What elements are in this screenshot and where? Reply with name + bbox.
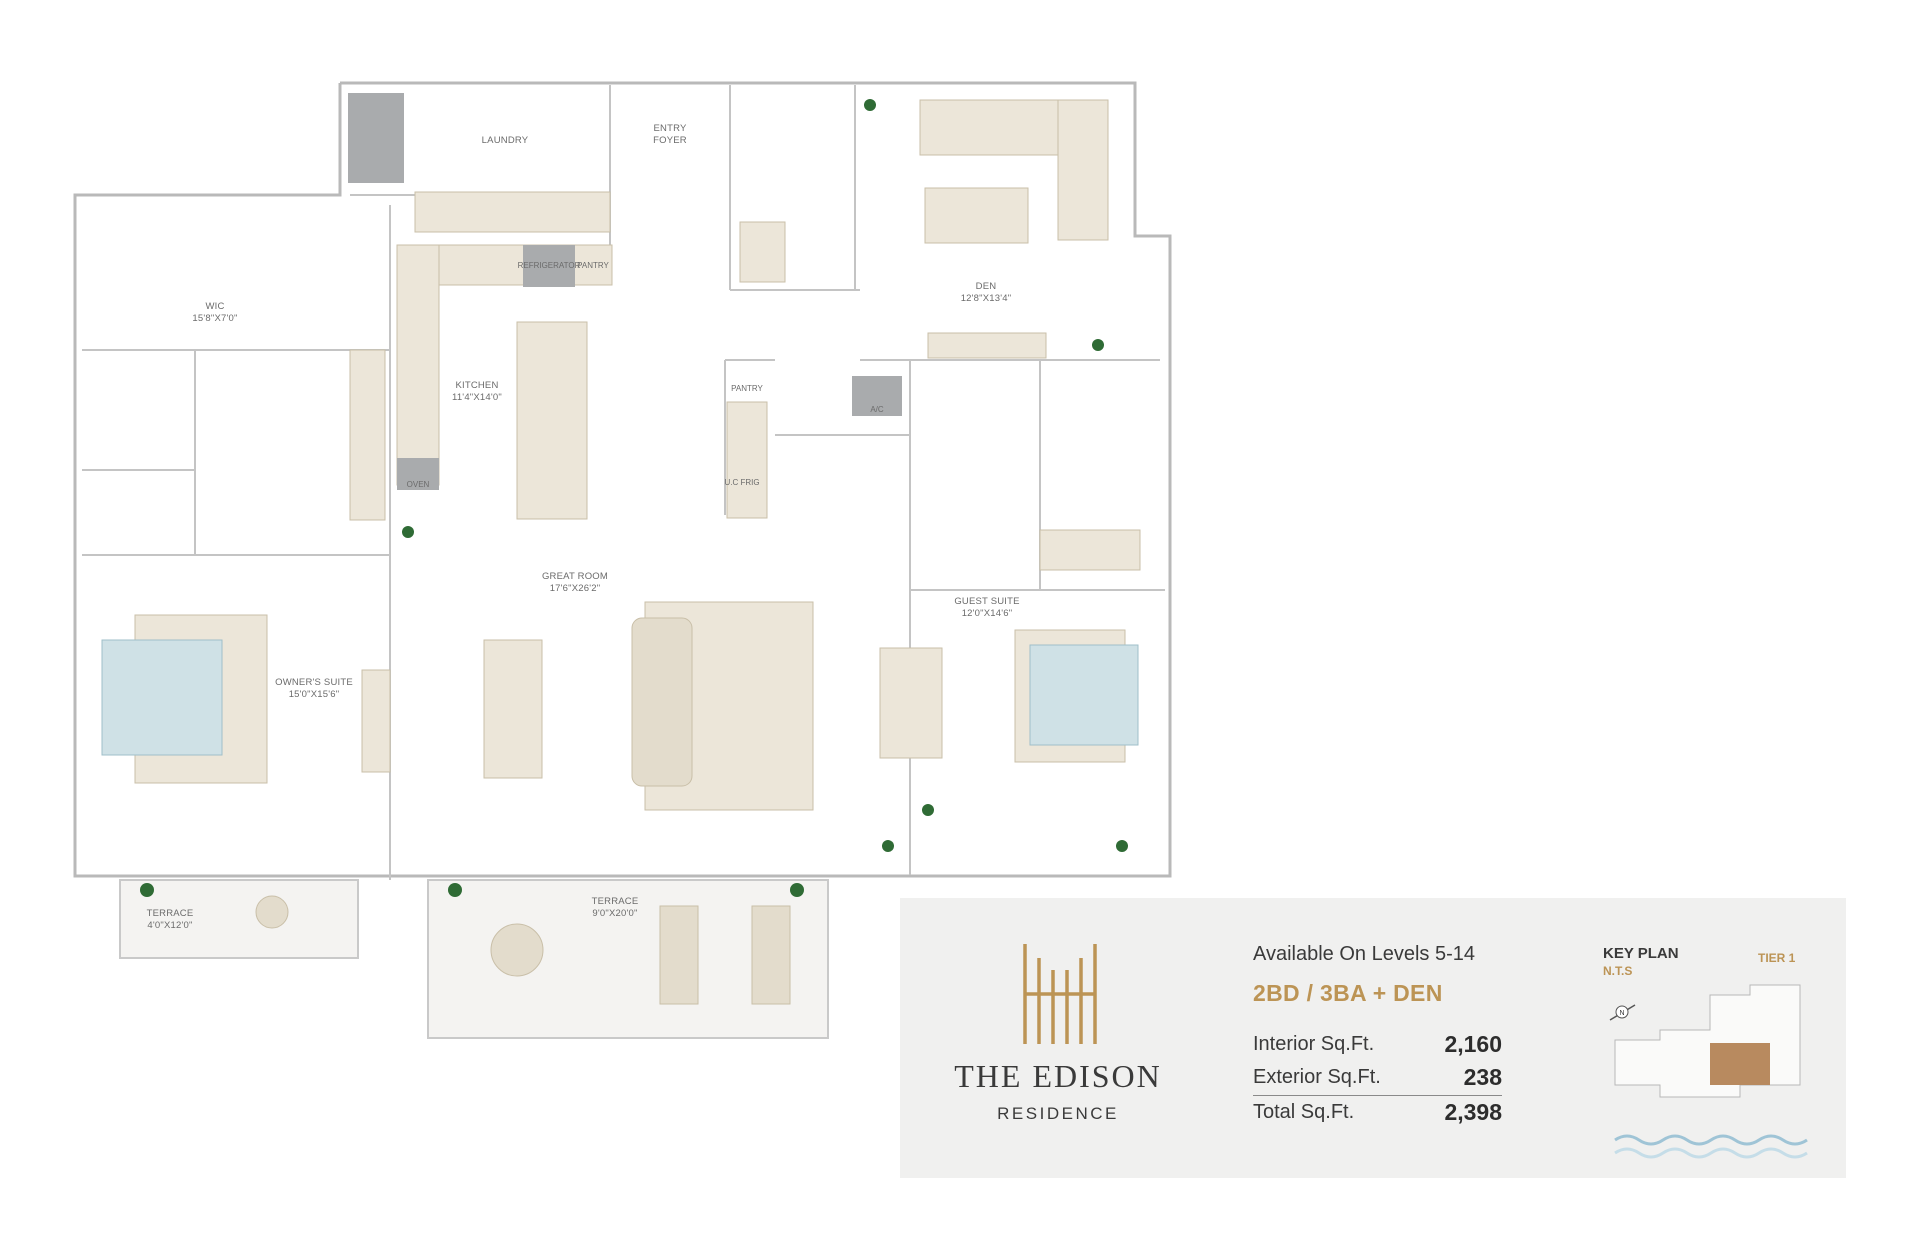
label-terrace-left-dim: 4'0"X12'0" — [147, 920, 192, 931]
label-den-dim: 12'8"X13'4" — [961, 293, 1012, 304]
total-sqft-row: Total Sq.Ft. 2,398 — [1253, 1096, 1502, 1128]
total-sqft-value: 2,398 — [1444, 1099, 1502, 1125]
label-wic-dim: 15'8"X7'0" — [192, 313, 237, 324]
label-pantry-top: PANTRY — [577, 261, 609, 270]
key-plan-tier: TIER 1 — [1758, 951, 1796, 965]
lounger-2 — [751, 905, 791, 1005]
interior-walls — [82, 85, 1165, 880]
interior-sqft-value: 2,160 — [1444, 1031, 1502, 1057]
kitchen-counter-side — [396, 244, 440, 486]
ac-unit — [852, 376, 902, 416]
label-uc-frig: U.C FRIG — [724, 478, 759, 487]
exterior-sqft-value: 238 — [1463, 1064, 1502, 1090]
terrace-left-table — [255, 895, 289, 929]
label-foyer: FOYER — [653, 135, 687, 146]
label-great-room-dim: 17'6"X26'2" — [550, 583, 601, 594]
refrigerator — [523, 245, 575, 287]
oven — [397, 458, 439, 490]
label-laundry: LAUNDRY — [482, 135, 529, 146]
label-den: DEN — [976, 281, 997, 292]
label-owners-suite-dim: 15'0"X15'6" — [289, 689, 340, 700]
compass-label: N — [1619, 1010, 1624, 1017]
label-terrace-left: TERRACE — [147, 908, 194, 919]
guest-bath-vanity — [1039, 529, 1141, 571]
label-kitchen-dim: 11'4"X14'0" — [452, 392, 502, 403]
interior-sqft-row: Interior Sq.Ft. 2,160 — [1253, 1028, 1502, 1060]
label-refrigerator: REFRIGERATOR — [518, 261, 581, 270]
total-sqft-label: Total Sq.Ft. — [1253, 1101, 1355, 1123]
guest-bed — [1029, 644, 1139, 746]
water-waves — [1614, 1134, 1808, 1146]
den-sofa-chaise — [1057, 99, 1109, 241]
compass-icon: N — [1609, 1004, 1636, 1021]
owners-bath-vanity — [349, 349, 386, 521]
washer-dryer — [348, 93, 404, 183]
pantry-shelves — [726, 401, 768, 519]
plants — [140, 99, 1128, 897]
den-console — [927, 332, 1047, 359]
key-plan-scale: N.T.S — [1603, 964, 1633, 978]
label-guest-suite: GUEST SUITE — [954, 596, 1019, 607]
label-pantry: PANTRY — [731, 384, 763, 393]
dining-table — [483, 639, 543, 779]
label-terrace-right: TERRACE — [592, 896, 639, 907]
lounger-1 — [659, 905, 699, 1005]
label-kitchen: KITCHEN — [455, 380, 498, 391]
owners-dresser — [361, 669, 391, 773]
total-divider — [1253, 1095, 1502, 1096]
edison-logo — [1023, 944, 1097, 1044]
key-plan-unit-highlight — [1710, 1043, 1770, 1085]
label-owners-suite: OWNER'S SUITE — [275, 677, 353, 688]
exterior-sqft-label: Exterior Sq.Ft. — [1253, 1066, 1381, 1088]
den-table — [924, 187, 1029, 244]
brand-name: THE EDISON — [954, 1058, 1162, 1094]
label-wic: WIC — [205, 301, 224, 312]
den-bath-vanity — [739, 221, 786, 283]
owners-bed — [101, 639, 223, 756]
terrace-right-table — [490, 923, 544, 977]
label-ac: A/C — [870, 405, 884, 414]
living-sofa — [631, 617, 693, 787]
label-entry: ENTRY — [653, 123, 686, 134]
media-console — [879, 647, 943, 759]
label-oven: OVEN — [407, 480, 430, 489]
exterior-sqft-row: Exterior Sq.Ft. 238 — [1253, 1061, 1502, 1093]
kitchen-island — [516, 321, 588, 520]
terrace-left — [119, 879, 359, 959]
unit-type: 2BD / 3BA + DEN — [1253, 980, 1443, 1006]
interior-sqft-label: Interior Sq.Ft. — [1253, 1033, 1375, 1055]
key-plan-map: N — [1609, 984, 1808, 1159]
availability: Available On Levels 5-14 — [1253, 943, 1475, 965]
key-plan-building — [1614, 984, 1801, 1098]
laundry-counter — [414, 191, 611, 233]
exterior-walls — [73, 81, 1172, 878]
brand-subtitle: RESIDENCE — [997, 1104, 1119, 1123]
key-plan-title: KEY PLAN — [1603, 945, 1679, 962]
label-guest-suite-dim: 12'0"X14'6" — [962, 608, 1013, 619]
label-great-room: GREAT ROOM — [542, 571, 608, 582]
label-terrace-right-dim: 9'0"X20'0" — [592, 908, 637, 919]
